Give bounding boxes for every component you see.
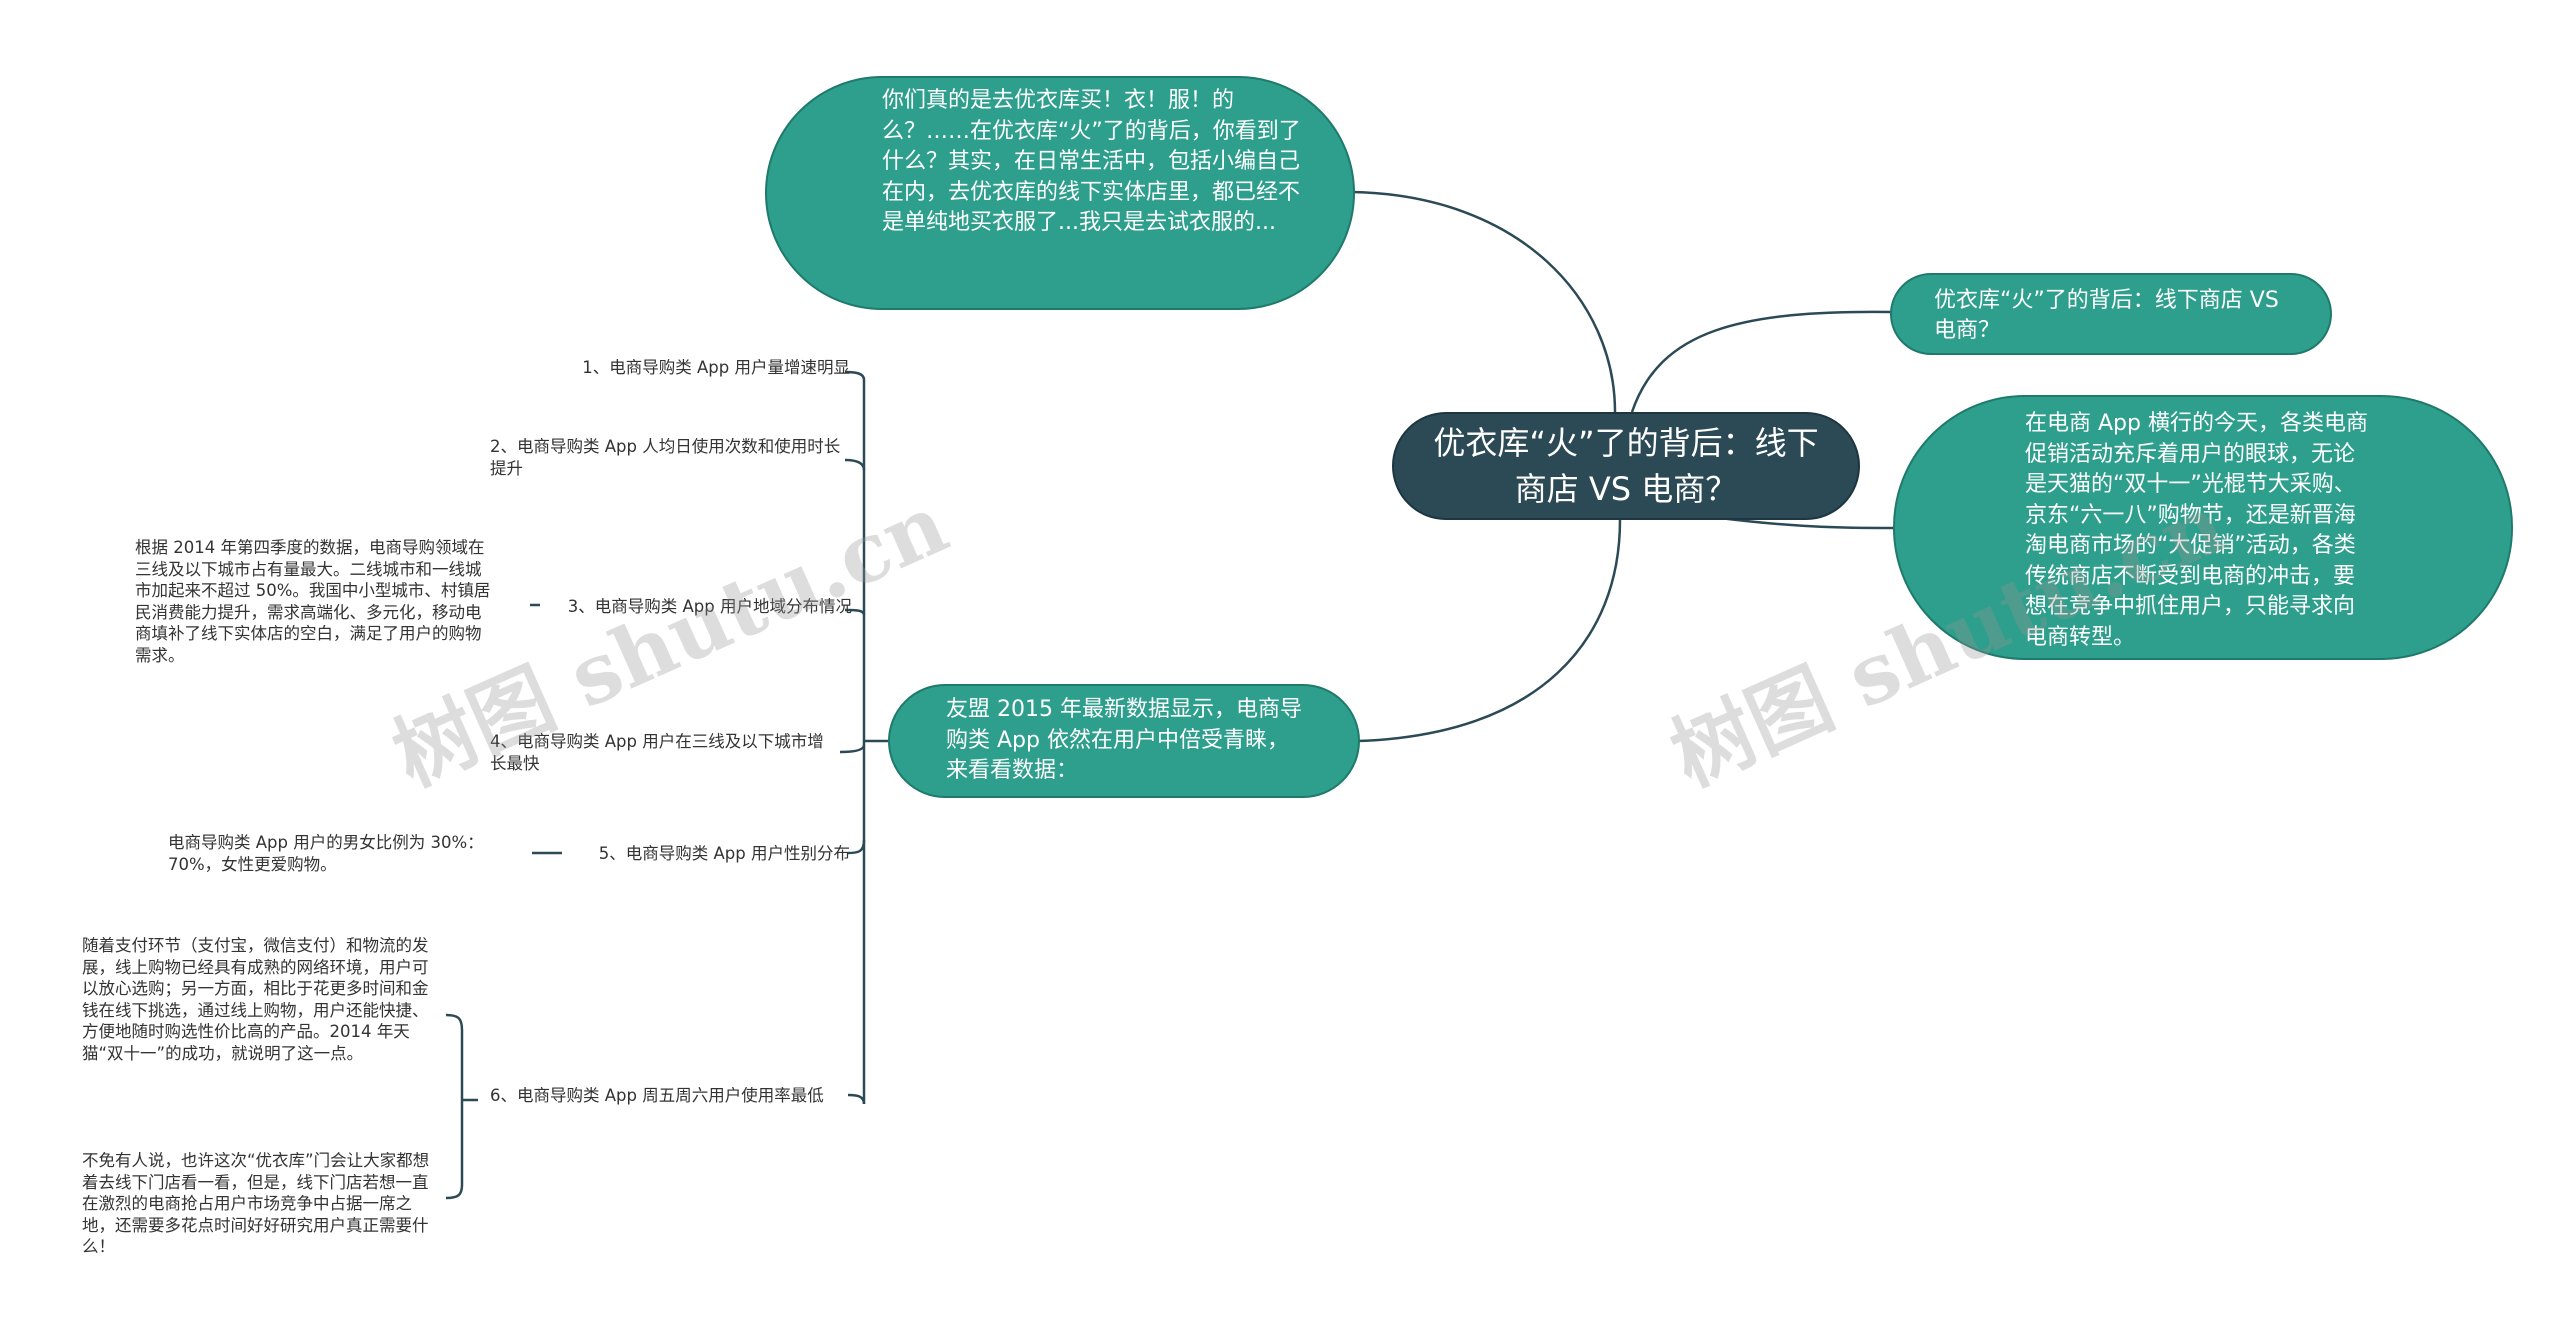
- item-2[interactable]: 2、电商导购类 App 人均日使用次数和使用时长提升: [490, 436, 846, 479]
- central-topic[interactable]: 优衣库“火”了的背后：线下商店 VS 电商？: [1392, 412, 1860, 520]
- item-5[interactable]: 5、电商导购类 App 用户性别分布: [575, 843, 850, 865]
- item-branch-1: [844, 370, 866, 381]
- node-right-description[interactable]: 在电商 App 横行的今天，各类电商促销活动充斥着用户的眼球，无论是天猫的“双十…: [1893, 395, 2513, 660]
- item-5-label: 5、电商导购类 App 用户性别分布: [598, 844, 850, 863]
- node-right-title-label: 优衣库“火”了的背后：线下商店 VS 电商？: [1934, 288, 2279, 343]
- item-branch-3: [844, 608, 866, 616]
- node-uniqlo-question-label: 你们真的是去优衣库买！衣！服！的么？……在优衣库“火”了的背后，你看到了什么？其…: [882, 88, 1301, 235]
- item-6-label: 6、电商导购类 App 周五周六用户使用率最低: [490, 1086, 824, 1105]
- item-3-label: 3、电商导购类 App 用户地域分布情况: [567, 597, 852, 616]
- item-6[interactable]: 6、电商导购类 App 周五周六用户使用率最低: [490, 1085, 846, 1107]
- node-uniqlo-question[interactable]: 你们真的是去优衣库买！衣！服！的么？……在优衣库“火”了的背后，你看到了什么？其…: [765, 76, 1355, 310]
- node-umeng-data[interactable]: 友盟 2015 年最新数据显示，电商导购类 App 依然在用户中倍受青睐，来看看…: [888, 684, 1360, 798]
- node-right-title[interactable]: 优衣库“火”了的背后：线下商店 VS 电商？: [1890, 273, 2332, 355]
- central-topic-label: 优衣库“火”了的背后：线下商店 VS 电商？: [1433, 424, 1819, 508]
- item-1[interactable]: 1、电商导购类 App 用户量增速明显: [560, 357, 850, 379]
- node-umeng-data-label: 友盟 2015 年最新数据显示，电商导购类 App 依然在用户中倍受青睐，来看看…: [946, 697, 1302, 783]
- link-central-bottom: [1357, 519, 1622, 743]
- link-central-right-desc: [1719, 516, 1896, 530]
- leaf-item-5[interactable]: 电商导购类 App 用户的男女比例为 30%：70%，女性更爱购物。: [168, 832, 528, 875]
- item-branch-6: [847, 1093, 866, 1105]
- item-4-label: 4、电商导购类 App 用户在三线及以下城市增长最快: [490, 732, 824, 773]
- leaf-item-6b[interactable]: 不免有人说，也许这次“优衣库”门会让大家都想着去线下门店看一看，但是，线下门店若…: [82, 1150, 442, 1258]
- item-branch-5: [847, 839, 866, 855]
- leaf-item-3[interactable]: 根据 2014 年第四季度的数据，电商导购领域在三线及以下城市占有量最大。二线城…: [135, 537, 495, 666]
- link-central-top: [1351, 190, 1617, 413]
- leaf-item-5-text: 电商导购类 App 用户的男女比例为 30%：70%，女性更爱购物。: [168, 833, 484, 874]
- leaf-item-6a-text: 随着支付环节（支付宝，微信支付）和物流的发展，线上购物已经具有成熟的网络环境，用…: [82, 936, 429, 1063]
- item-branch-4: [839, 744, 866, 754]
- item-1-label: 1、电商导购类 App 用户量增速明显: [582, 358, 850, 377]
- item-3[interactable]: 3、电商导购类 App 用户地域分布情况: [542, 596, 852, 618]
- item-branch-2: [844, 458, 866, 471]
- item-2-label: 2、电商导购类 App 人均日使用次数和使用时长提升: [490, 437, 841, 478]
- leaf-item-6b-text: 不免有人说，也许这次“优衣库”门会让大家都想着去线下门店看一看，但是，线下门店若…: [82, 1151, 430, 1256]
- leaf-item-3-text: 根据 2014 年第四季度的数据，电商导购领域在三线及以下城市占有量最大。二线城…: [135, 538, 491, 665]
- item-4[interactable]: 4、电商导购类 App 用户在三线及以下城市增长最快: [490, 731, 840, 774]
- link-central-right-title: [1630, 310, 1893, 413]
- leaf-item-6a[interactable]: 随着支付环节（支付宝，微信支付）和物流的发展，线上购物已经具有成熟的网络环境，用…: [82, 935, 442, 1064]
- item6-bracket-vertical: [445, 1013, 464, 1200]
- node-right-description-label: 在电商 App 横行的今天，各类电商促销活动充斥着用户的眼球，无论是天猫的“双十…: [2025, 411, 2368, 650]
